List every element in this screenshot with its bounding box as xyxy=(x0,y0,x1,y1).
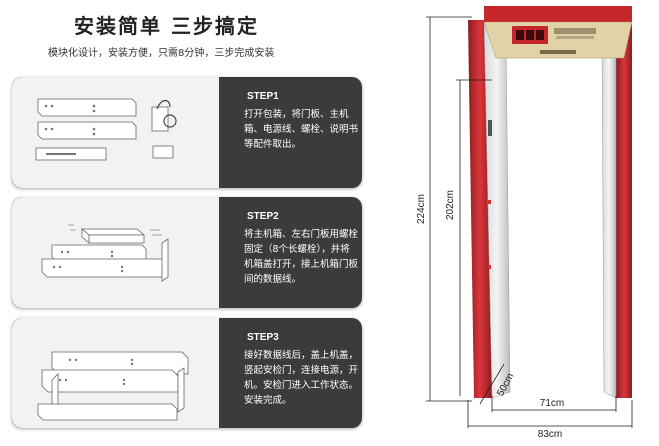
step-2-assembly-illustration xyxy=(41,224,169,282)
right-door-panel xyxy=(601,19,632,399)
step-card-1: STEP1 打开包装，将门板、主机箱、电源线、螺栓、说明书等配件取出。 xyxy=(12,77,362,188)
step-2-label: STEP2 xyxy=(247,211,279,222)
dimension-lines xyxy=(426,16,633,428)
step-card-2: STEP2 将主机箱、左右门板用螺栓固定（8个长螺栓），并将机箱盖打开，接上机箱… xyxy=(12,197,362,308)
step-3-label: STEP3 xyxy=(247,332,279,343)
page-subtitle: 模块化设计，安装方便，只需8分钟，三步完成安装 xyxy=(48,48,275,59)
page-title: 安装简单 三步搞定 xyxy=(74,14,259,38)
step-1-parts-illustration xyxy=(35,98,177,161)
left-door-panel xyxy=(468,19,511,399)
step-1-text: 打开包装，将门板、主机箱、电源线、螺栓、说明书等配件取出。 xyxy=(244,109,359,150)
step-1-label: STEP1 xyxy=(247,91,279,102)
total-height-label: 224cm xyxy=(416,194,427,224)
inner-width-label: 71cm xyxy=(540,398,564,409)
step-3-text: 接好数据线后，盖上机盖，竖起安检门，连接电源，开机。安检门进入工作状态。安装完成… xyxy=(244,350,359,406)
metal-detector-gate-diagram: 224cm 202cm 50cm 71cm 83cm xyxy=(416,6,633,440)
total-width-label: 83cm xyxy=(538,429,562,440)
control-box-head xyxy=(483,6,633,59)
step-3-upright-illustration xyxy=(37,351,189,421)
step-2-text: 将主机箱、左右门板用螺栓固定（8个长螺栓），并将机箱盖打开，接上机箱门板间的数据… xyxy=(244,229,359,285)
step-card-3: STEP3 接好数据线后，盖上机盖，竖起安检门，连接电源，开机。安检门进入工作状… xyxy=(12,318,362,428)
inner-height-label: 202cm xyxy=(445,190,456,220)
